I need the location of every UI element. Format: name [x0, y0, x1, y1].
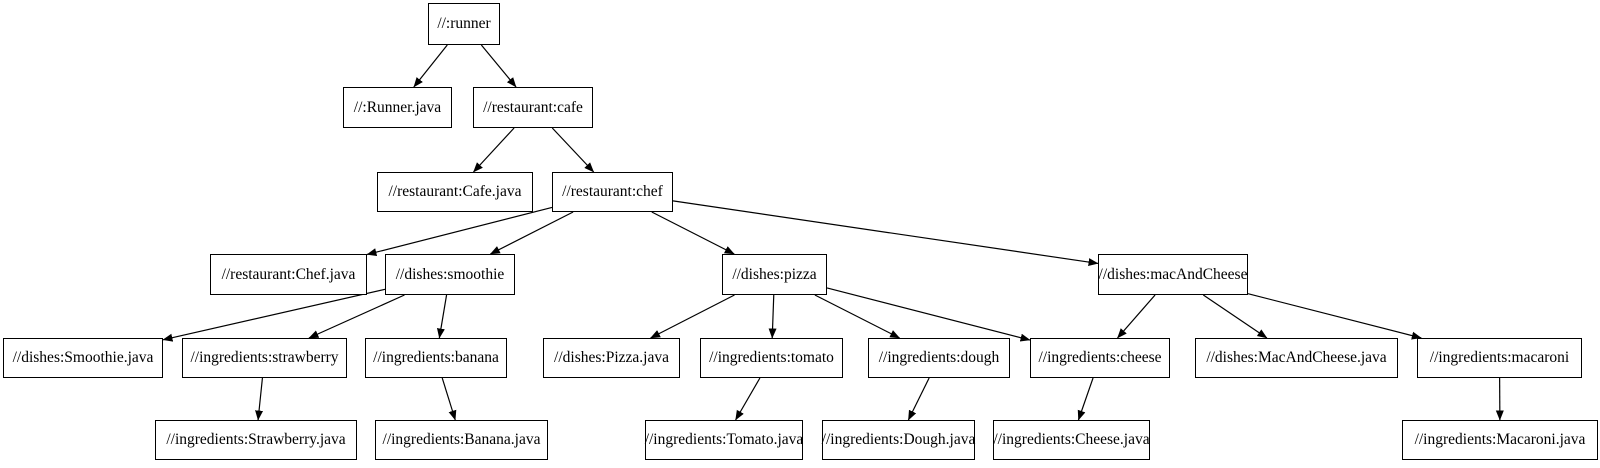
node-label: //ingredients:Strawberry.java	[166, 431, 346, 448]
edge-runner-to-runner_java	[413, 44, 448, 88]
edge-pizza-to-pizza_java	[650, 294, 735, 339]
node-label: //restaurant:chef	[562, 183, 663, 200]
node-label: //ingredients:Macaroni.java	[1414, 431, 1586, 448]
edge-macandcheese-to-macaroni	[1247, 293, 1422, 340]
node-pizza-java: //dishes:Pizza.java	[543, 338, 680, 378]
node-mac-and-cheese: //dishes:macAndCheese	[1098, 254, 1248, 295]
edge-banana-to-banana_java	[441, 377, 457, 421]
node-label: //dishes:MacAndCheese.java	[1206, 349, 1387, 366]
node-pizza: //dishes:pizza	[722, 254, 827, 295]
edge-pizza-to-dough	[814, 294, 901, 339]
edge-dough-to-dough_java	[907, 377, 930, 421]
edge-cheese-to-cheese_java	[1077, 377, 1094, 421]
node-label: //restaurant:Cafe.java	[388, 183, 522, 200]
node-cheese-java: //ingredients:Cheese.java	[993, 420, 1150, 460]
node-runner: //:runner	[428, 3, 500, 45]
node-label: //ingredients:dough	[878, 349, 1000, 366]
node-banana: //ingredients:banana	[365, 338, 507, 378]
node-banana-java: //ingredients:Banana.java	[375, 420, 548, 460]
node-label: //ingredients:macaroni	[1429, 349, 1570, 366]
node-smoothie-java: //dishes:Smoothie.java	[3, 338, 163, 378]
node-label: //restaurant:cafe	[483, 98, 583, 116]
edge-strawberry-to-strawberry_java	[255, 377, 264, 421]
edge-smoothie-to-banana	[436, 294, 448, 339]
node-cheese: //ingredients:cheese	[1030, 338, 1170, 378]
edge-smoothie-to-smoothie_java	[162, 288, 386, 342]
node-label: //dishes:macAndCheese	[1098, 265, 1248, 283]
node-chef-java: //restaurant:Chef.java	[210, 254, 367, 295]
edge-cafe-to-cafe_java	[473, 127, 515, 173]
node-label: //dishes:smoothie	[395, 265, 505, 283]
node-label: //ingredients:Tomato.java	[644, 431, 804, 448]
node-label: //ingredients:Banana.java	[382, 431, 541, 448]
node-smoothie: //dishes:smoothie	[385, 254, 515, 295]
edge-pizza-to-tomato	[768, 294, 777, 339]
edge-chef-to-chef_java	[366, 206, 553, 257]
node-label: //ingredients:tomato	[709, 349, 834, 366]
node-label: //restaurant:Chef.java	[221, 265, 356, 283]
node-label: //:Runner.java	[353, 98, 442, 116]
node-dough: //ingredients:dough	[868, 338, 1010, 378]
node-cafe-java: //restaurant:Cafe.java	[377, 172, 533, 212]
node-runner-java: //:Runner.java	[343, 87, 452, 128]
node-mac-and-cheese-java: //dishes:MacAndCheese.java	[1195, 338, 1398, 378]
edge-runner-to-cafe	[480, 44, 517, 88]
node-label: //dishes:Pizza.java	[554, 349, 669, 366]
node-label: //ingredients:Dough.java	[821, 431, 976, 448]
edge-tomato-to-tomato_java	[735, 377, 761, 421]
node-label: //ingredients:banana	[373, 349, 499, 366]
node-dough-java: //ingredients:Dough.java	[822, 420, 975, 460]
node-tomato: //ingredients:tomato	[700, 338, 843, 378]
node-strawberry-java: //ingredients:Strawberry.java	[155, 420, 357, 460]
node-label: //ingredients:Cheese.java	[993, 431, 1150, 448]
node-strawberry: //ingredients:strawberry	[182, 338, 347, 378]
node-macaroni: //ingredients:macaroni	[1417, 338, 1582, 378]
edge-macandcheese-to-macandcheese_java	[1202, 294, 1268, 339]
node-tomato-java: //ingredients:Tomato.java	[645, 420, 803, 460]
node-label: //ingredients:strawberry	[190, 349, 339, 366]
node-cafe: //restaurant:cafe	[473, 87, 593, 128]
node-label: //:runner	[437, 15, 491, 32]
edge-cafe-to-chef	[551, 127, 595, 173]
edge-macandcheese-to-cheese	[1117, 294, 1156, 339]
node-label: //ingredients:cheese	[1038, 349, 1162, 366]
node-label: //dishes:pizza	[732, 265, 817, 283]
edge-smoothie-to-strawberry	[308, 294, 405, 339]
edge-chef-to-pizza	[651, 211, 735, 255]
edge-chef-to-smoothie	[489, 211, 574, 255]
node-label: //dishes:Smoothie.java	[12, 349, 154, 366]
edge-pizza-to-cheese	[826, 287, 1031, 342]
node-chef: //restaurant:chef	[552, 172, 673, 212]
node-macaroni-java: //ingredients:Macaroni.java	[1402, 420, 1598, 460]
